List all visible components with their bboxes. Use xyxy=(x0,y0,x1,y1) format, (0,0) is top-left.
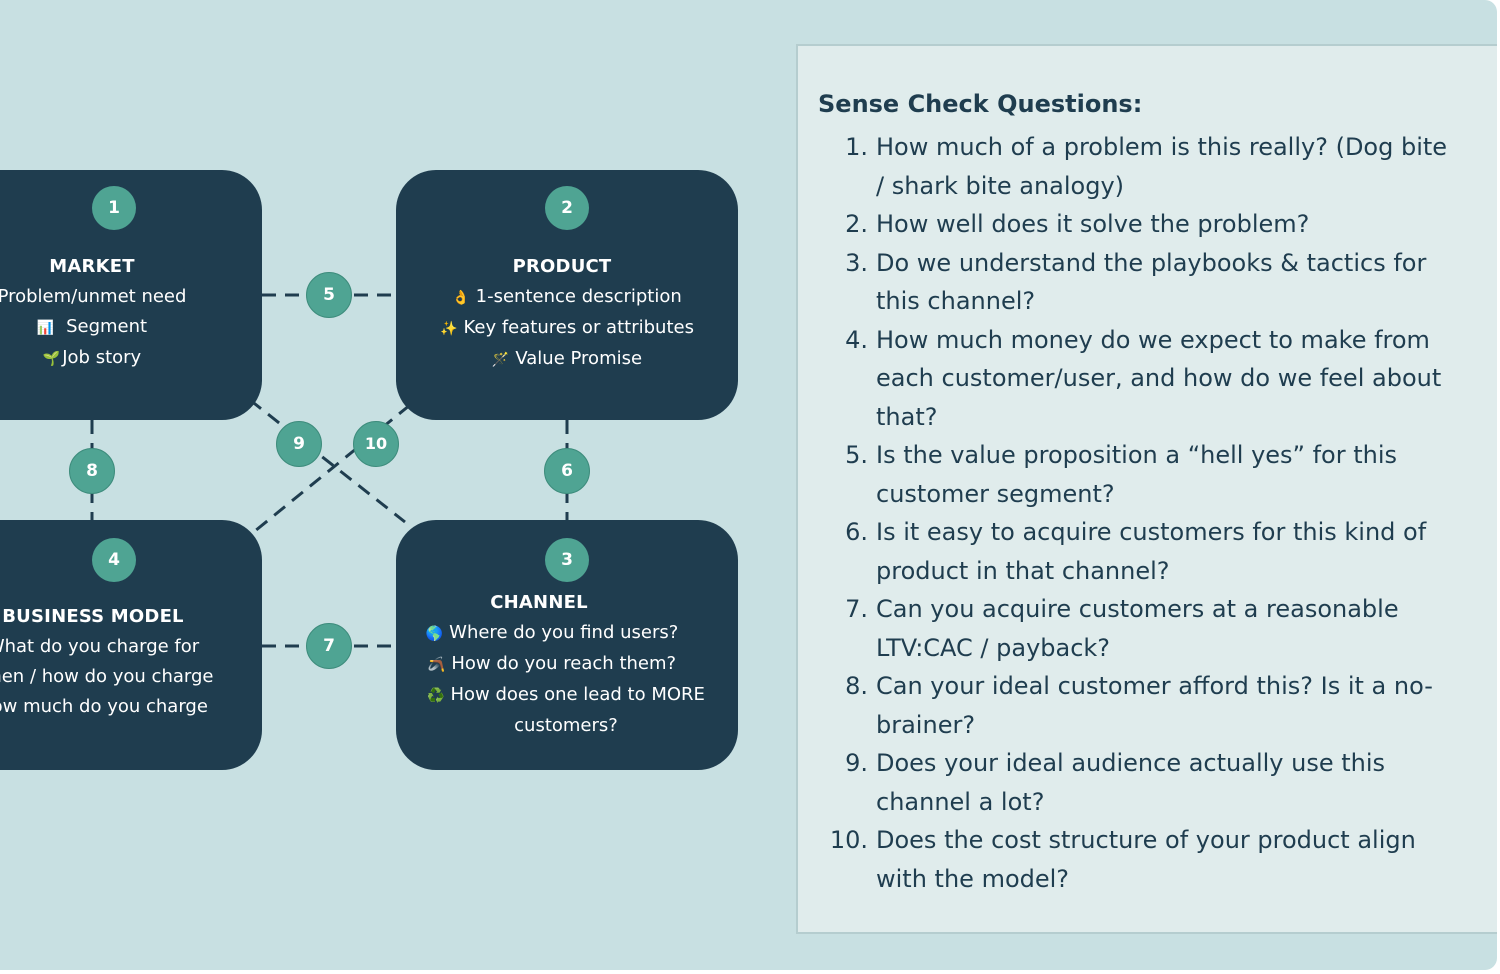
channel-line-4-text: customers? xyxy=(514,715,618,736)
question-item: 7.Can you acquire customers at a reasona… xyxy=(845,595,1399,662)
connector-badge-8[interactable]: 8 xyxy=(69,448,115,494)
channel-title: CHANNEL xyxy=(490,592,588,613)
question-item: 1.How much of a problem is this really? … xyxy=(845,133,1448,200)
product-line-3-text: Value Promise xyxy=(515,348,643,369)
question-item: 8.Can your ideal customer afford this? I… xyxy=(845,672,1433,739)
business-model-line-3-text: How much do you charge xyxy=(0,696,208,717)
globe-icon: 🌎 xyxy=(425,626,444,642)
ok-hand-icon: 👌 xyxy=(452,290,470,306)
bar-chart-icon: 📊 xyxy=(36,320,55,336)
connector-badge-10[interactable]: 10 xyxy=(353,421,399,467)
market-line-1-text: Problem/unmet need xyxy=(0,286,187,307)
product-line-2: ✨ Key features or attributes xyxy=(396,313,738,344)
channel-line-4: customers? xyxy=(394,711,738,741)
channel-line-1-text: Where do you find users? xyxy=(449,622,679,643)
market-line-2: 📊 Segment xyxy=(0,312,262,343)
connector-badge-5[interactable]: 5 xyxy=(306,272,352,318)
product-title: PRODUCT xyxy=(512,256,612,277)
seedling-icon: 🌱 xyxy=(42,351,61,367)
channel-line-2-text: How do you reach them? xyxy=(451,653,677,674)
channel-number: 3 xyxy=(545,538,589,582)
business-model-line-1: What do you charge for xyxy=(0,632,262,662)
question-item: 4.How much money do we expect to make fr… xyxy=(845,325,1442,431)
channel-line-2: 🪃 How do you reach them? xyxy=(366,649,738,680)
sparkles-icon: ✨ xyxy=(440,321,458,337)
product-box[interactable]: 2 PRODUCT 👌 1-sentence description ✨ Key f… xyxy=(396,170,738,420)
connector-line-9 xyxy=(249,398,406,524)
connector-badge-9[interactable]: 9 xyxy=(276,421,322,467)
product-line-1-text: 1-sentence description xyxy=(475,286,682,307)
market-line-1: Problem/unmet need xyxy=(0,282,262,312)
business-model-box[interactable]: 4 BUSINESS MODEL What do you charge for … xyxy=(0,520,262,770)
product-line-3: 🪄 Value Promise xyxy=(396,344,738,375)
connector-badge-7[interactable]: 7 xyxy=(306,623,352,669)
panel-title: Sense Check Questions: xyxy=(818,90,1143,118)
market-line-3-text: Job story xyxy=(62,347,142,368)
business-model-line-2: When / how do you charge xyxy=(0,662,262,692)
product-line-2-text: Key features or attributes xyxy=(463,317,694,338)
business-model-line-2-text: When / how do you charge xyxy=(0,666,214,687)
question-item: 5.Is the value proposition a “hell yes” … xyxy=(845,441,1398,508)
recycle-icon: ♻️ xyxy=(427,688,445,704)
market-line-3: 🌱Job story xyxy=(0,343,262,374)
business-model-line-3: How much do you charge xyxy=(0,692,262,722)
question-item: 3. Do we understand the playbooks & tact… xyxy=(845,248,1427,316)
questions-list: 1.How much of a problem is this really? … xyxy=(798,128,1458,898)
market-box[interactable]: 1 MARKET Problem/unmet need 📊 Segment 🌱J… xyxy=(0,170,262,420)
market-title: MARKET xyxy=(49,256,135,277)
business-model-title: BUSINESS MODEL xyxy=(2,606,184,627)
channel-line-3-text: How does one lead to MORE xyxy=(450,684,705,705)
business-model-number: 4 xyxy=(92,538,136,582)
channel-box[interactable]: 3 CHANNEL 🌎Where do you find users? 🪃How… xyxy=(396,520,738,770)
question-item: 9.Does your ideal audience actually use … xyxy=(845,749,1386,816)
connector-badge-6[interactable]: 6 xyxy=(544,448,590,494)
channel-line-3: ♻️ How does one lead to MORE xyxy=(394,680,738,711)
boomerang-icon: 🪃 xyxy=(427,657,446,673)
market-number: 1 xyxy=(92,186,136,230)
market-line-2-text: Segment xyxy=(60,316,148,337)
channel-line-1: 🌎 Where do you find users? xyxy=(366,618,738,649)
business-model-line-1-text: What do you charge for xyxy=(0,636,200,657)
product-line-1: 👌 1-sentence description xyxy=(396,282,738,313)
question-item: 2.How well does it solve the problem? xyxy=(845,210,1310,238)
product-number: 2 xyxy=(545,186,589,230)
magic-wand-icon: 🪄 xyxy=(491,352,510,368)
question-item: 10.Does the cost structure of your produ… xyxy=(829,826,1416,893)
question-item: 6.Is it easy to acquire customers for th… xyxy=(845,518,1427,585)
sense-check-panel: Sense Check Questions: 1.How much of a p… xyxy=(796,44,1497,934)
